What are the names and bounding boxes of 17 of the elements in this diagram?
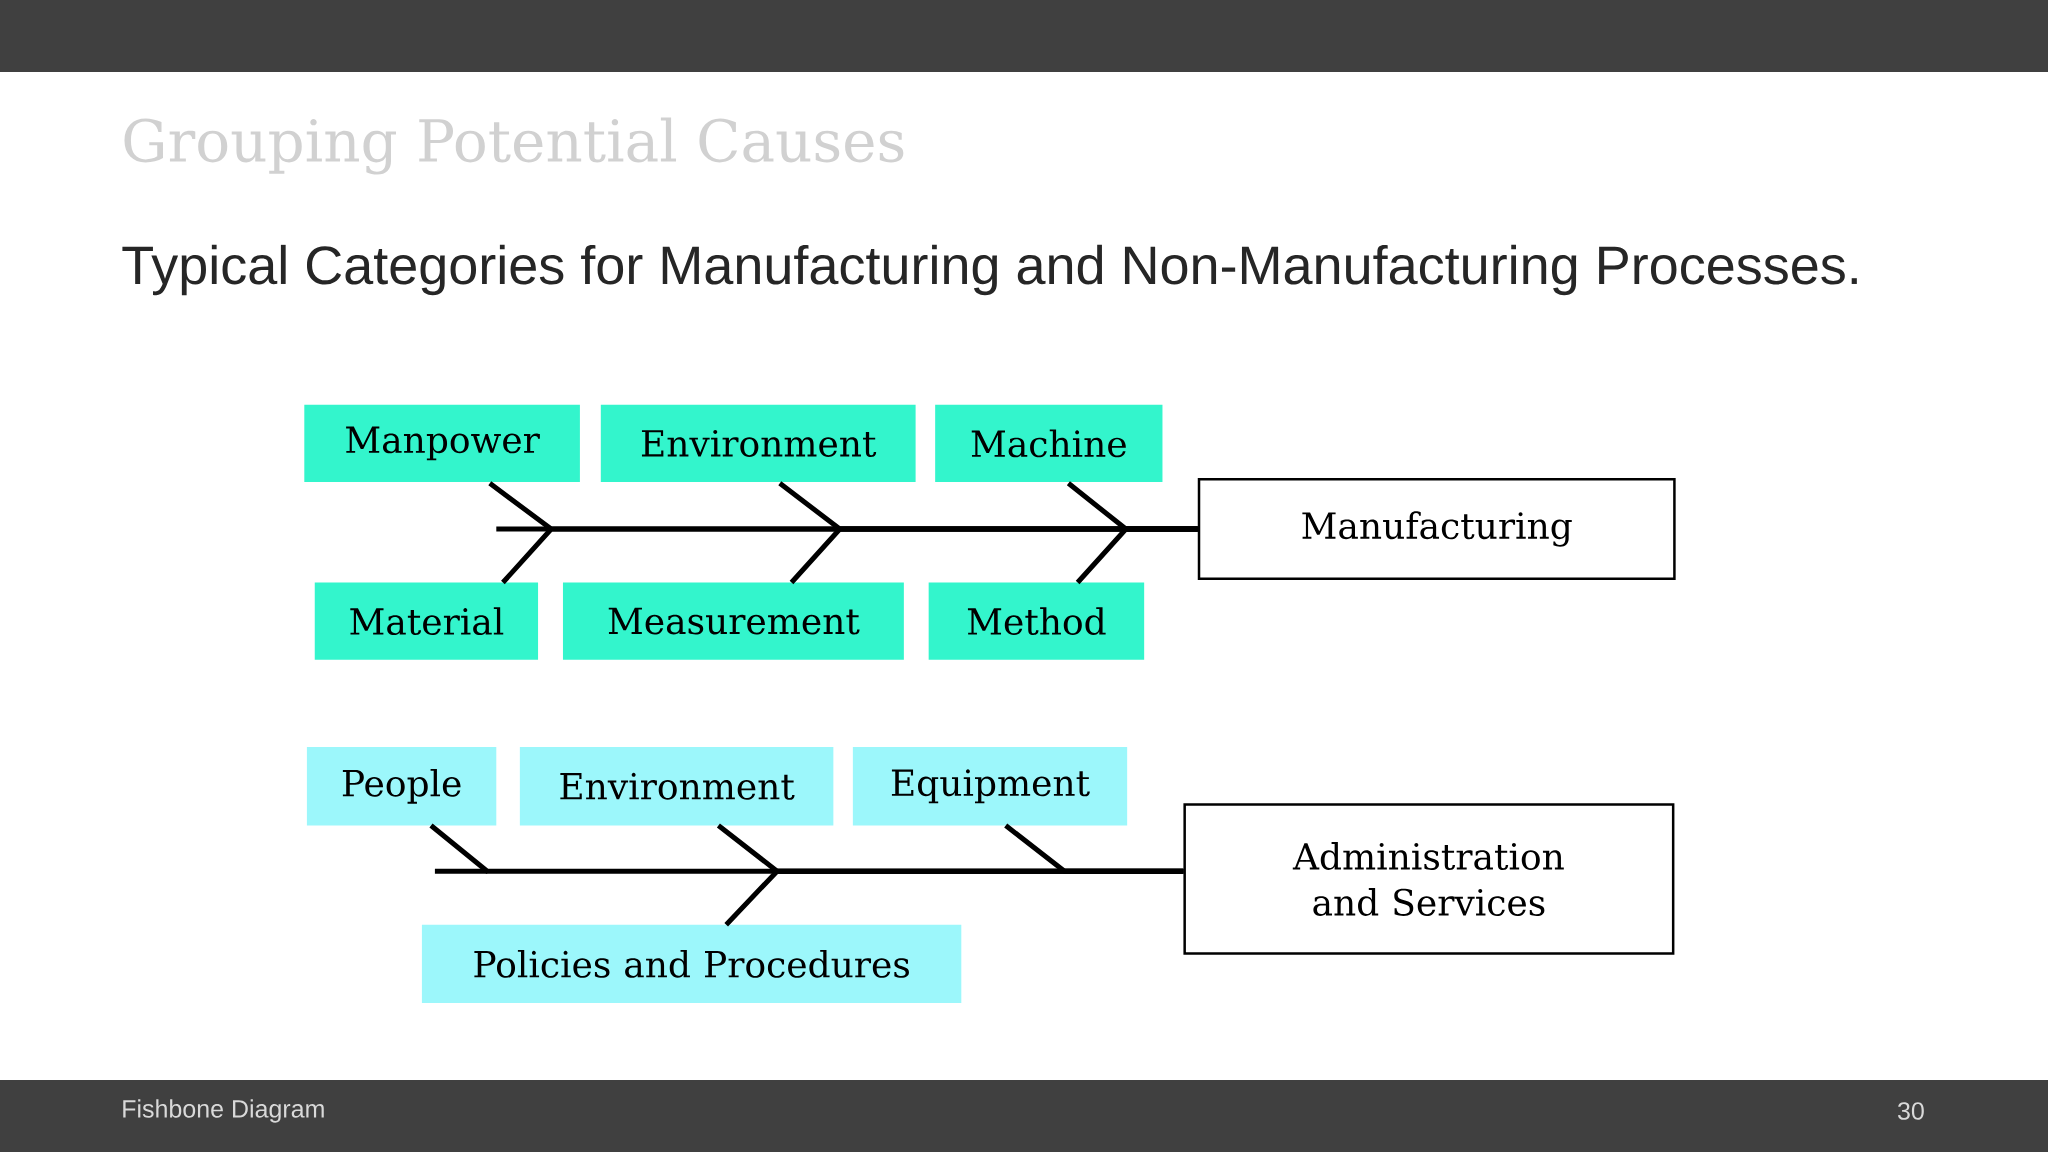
page-number: 30	[1897, 1102, 1924, 1120]
footer-text: Fishbone Diagram	[123, 1099, 324, 1123]
category-box: Policies and Procedures	[421, 924, 962, 1004]
category-box: Environment	[600, 404, 916, 482]
effect-box: Administration and Services	[1183, 803, 1675, 955]
category-box: Method	[928, 582, 1145, 660]
category-box: Machine	[935, 404, 1163, 482]
subtitle: Typical Categories for Manufacturing and Non-Manufacturing Processes.	[122, 244, 1857, 296]
category-box: Manpower	[304, 404, 580, 482]
category-box: Material	[314, 582, 539, 660]
category-box: Measurement	[562, 582, 904, 660]
category-box: Environment	[519, 747, 834, 826]
category-box: People	[306, 747, 497, 826]
category-box: Equipment	[852, 747, 1128, 826]
effect-box: Manufacturing	[1197, 478, 1676, 580]
fishbone-line	[724, 868, 1184, 927]
fishbone-line	[1075, 526, 1198, 585]
